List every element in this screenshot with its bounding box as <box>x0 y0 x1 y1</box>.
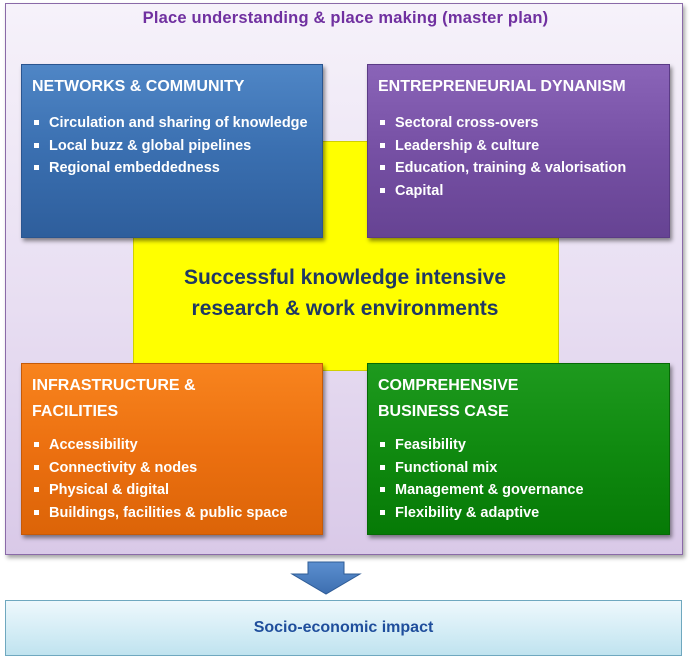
list-item: Functional mix <box>378 457 659 480</box>
infrastructure-list: Accessibility Connectivity & nodes Physi… <box>32 434 312 524</box>
list-item: Management & governance <box>378 479 659 502</box>
master-plan-title: Place understanding & place making (mast… <box>142 9 549 27</box>
networks-community-box: NETWORKS & COMMUNITY Circulation and sha… <box>21 64 323 238</box>
list-item: Sectoral cross-overs <box>378 112 659 135</box>
impact-label: Socio-economic impact <box>253 619 434 636</box>
infrastructure-title: INFRASTRUCTURE & FACILITIES <box>32 373 312 425</box>
business-title: COMPREHENSIVE BUSINESS CASE <box>378 373 659 425</box>
list-item: Circulation and sharing of knowledge <box>32 112 312 135</box>
infrastructure-title-line1: INFRASTRUCTURE & <box>32 377 196 394</box>
entrepreneurial-title: ENTREPRENEURIAL DYNANISM <box>378 78 626 95</box>
list-item: Education, training & valorisation <box>378 157 659 180</box>
list-item: Feasibility <box>378 434 659 457</box>
down-arrow-icon <box>290 561 362 595</box>
list-item: Accessibility <box>32 434 312 457</box>
center-label: Successful knowledge intensive research … <box>133 262 557 324</box>
infrastructure-box: INFRASTRUCTURE & FACILITIES Accessibilit… <box>21 363 323 535</box>
list-item: Regional embeddedness <box>32 157 312 180</box>
business-case-box: COMPREHENSIVE BUSINESS CASE Feasibility … <box>367 363 670 535</box>
entrepreneurial-list: Sectoral cross-overs Leadership & cultur… <box>378 112 659 202</box>
list-item: Leadership & culture <box>378 135 659 158</box>
list-item: Connectivity & nodes <box>32 457 312 480</box>
list-item: Capital <box>378 180 659 203</box>
business-title-line2: BUSINESS CASE <box>378 403 509 420</box>
list-item: Buildings, facilities & public space <box>32 502 312 525</box>
networks-title: NETWORKS & COMMUNITY <box>32 78 245 95</box>
socio-economic-impact-box: Socio-economic impact <box>5 600 682 656</box>
list-item: Local buzz & global pipelines <box>32 135 312 158</box>
networks-list: Circulation and sharing of knowledge Loc… <box>32 112 312 180</box>
entrepreneurial-box: ENTREPRENEURIAL DYNANISM Sectoral cross-… <box>367 64 670 238</box>
list-item: Physical & digital <box>32 479 312 502</box>
business-title-line1: COMPREHENSIVE <box>378 377 519 394</box>
list-item: Flexibility & adaptive <box>378 502 659 525</box>
center-label-line2: research & work environments <box>191 297 499 320</box>
infrastructure-title-line2: FACILITIES <box>32 403 119 420</box>
center-label-line1: Successful knowledge intensive <box>183 266 507 289</box>
business-list: Feasibility Functional mix Management & … <box>378 434 659 524</box>
